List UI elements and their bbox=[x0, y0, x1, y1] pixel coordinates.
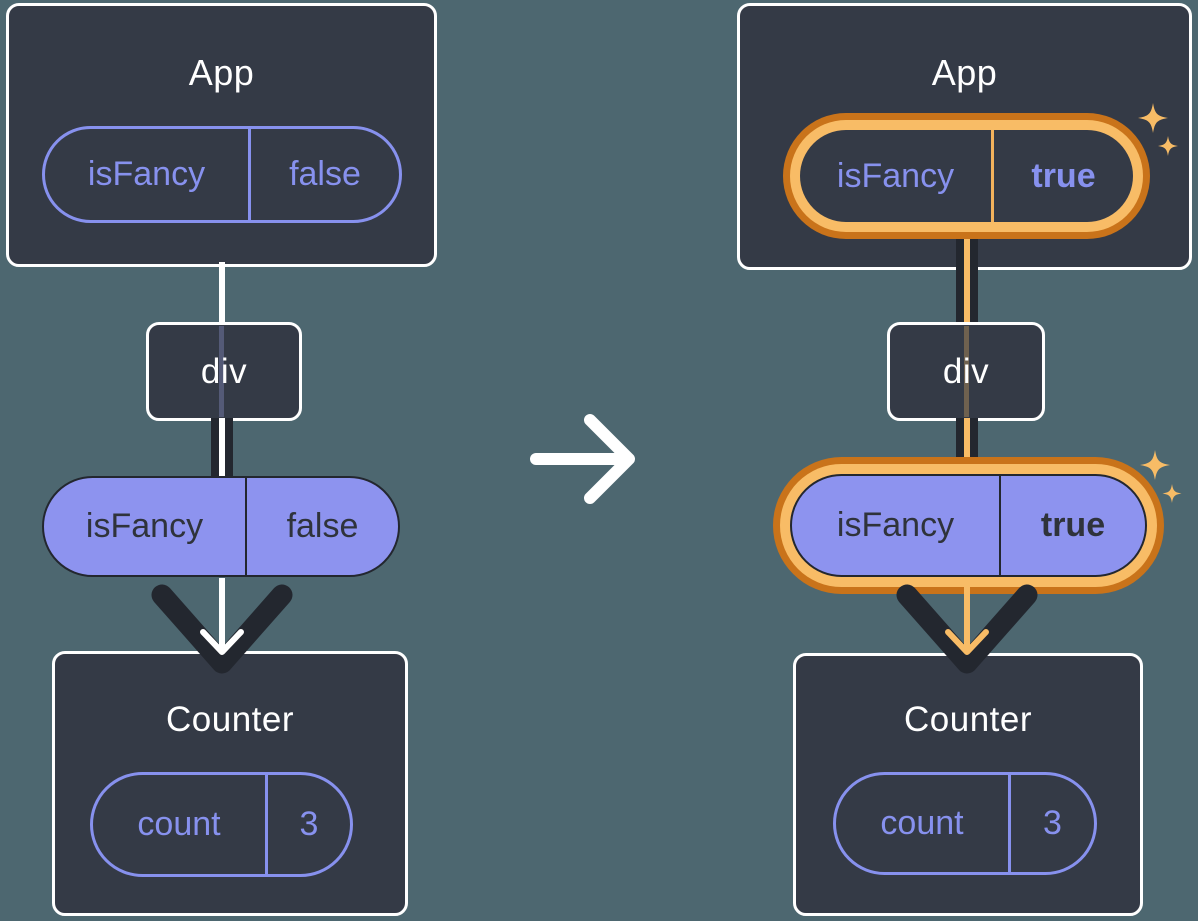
prop-name-label: isFancy bbox=[836, 506, 955, 544]
counter-state-value-label: 3 bbox=[1008, 775, 1094, 872]
div-to-pill-arrow-core bbox=[964, 418, 970, 478]
div-node-box bbox=[146, 322, 302, 421]
app-to-div-arrow-core bbox=[964, 228, 970, 328]
div-node-label: div bbox=[200, 351, 248, 391]
prop-name-label: isFancy bbox=[85, 507, 204, 545]
app-to-div-connector bbox=[219, 262, 225, 326]
down-chevron-arrow-icon bbox=[896, 578, 1038, 674]
div-node-label: div bbox=[942, 351, 990, 391]
down-chevron-arrow-icon bbox=[151, 578, 293, 674]
counter-state-value-label: 3 bbox=[265, 775, 350, 874]
state-value-label: true bbox=[991, 130, 1133, 222]
counter-state-pill: count 3 bbox=[833, 772, 1097, 875]
transition-right-arrow-icon bbox=[530, 414, 635, 504]
app-state-pill: isFancy false bbox=[42, 126, 402, 223]
state-name-label: isFancy bbox=[87, 155, 206, 193]
div-passthrough-line bbox=[964, 326, 969, 417]
sparkle-icon bbox=[1140, 450, 1182, 503]
counter-state-pill: count 3 bbox=[90, 772, 353, 877]
state-name-label: isFancy bbox=[836, 156, 955, 195]
counter-component-title: Counter bbox=[903, 700, 1033, 739]
div-node-box bbox=[887, 322, 1045, 421]
prop-value-label: false bbox=[245, 478, 398, 575]
app-state-pill-highlighted: isFancy true bbox=[800, 130, 1133, 222]
div-to-pill-arrow-core bbox=[219, 418, 225, 480]
app-component-title: App bbox=[188, 52, 255, 93]
app-component-title: App bbox=[931, 52, 998, 93]
sparkle-icon bbox=[1138, 103, 1178, 156]
passed-prop-pill: isFancy false bbox=[42, 476, 400, 577]
state-value-label: false bbox=[248, 129, 399, 220]
passed-prop-pill-highlighted: isFancy true bbox=[790, 474, 1147, 577]
prop-value-label: true bbox=[999, 476, 1145, 575]
counter-component-title: Counter bbox=[165, 700, 295, 739]
counter-state-name-label: count bbox=[137, 805, 221, 843]
counter-state-name-label: count bbox=[880, 804, 964, 842]
div-passthrough-line bbox=[219, 326, 224, 417]
